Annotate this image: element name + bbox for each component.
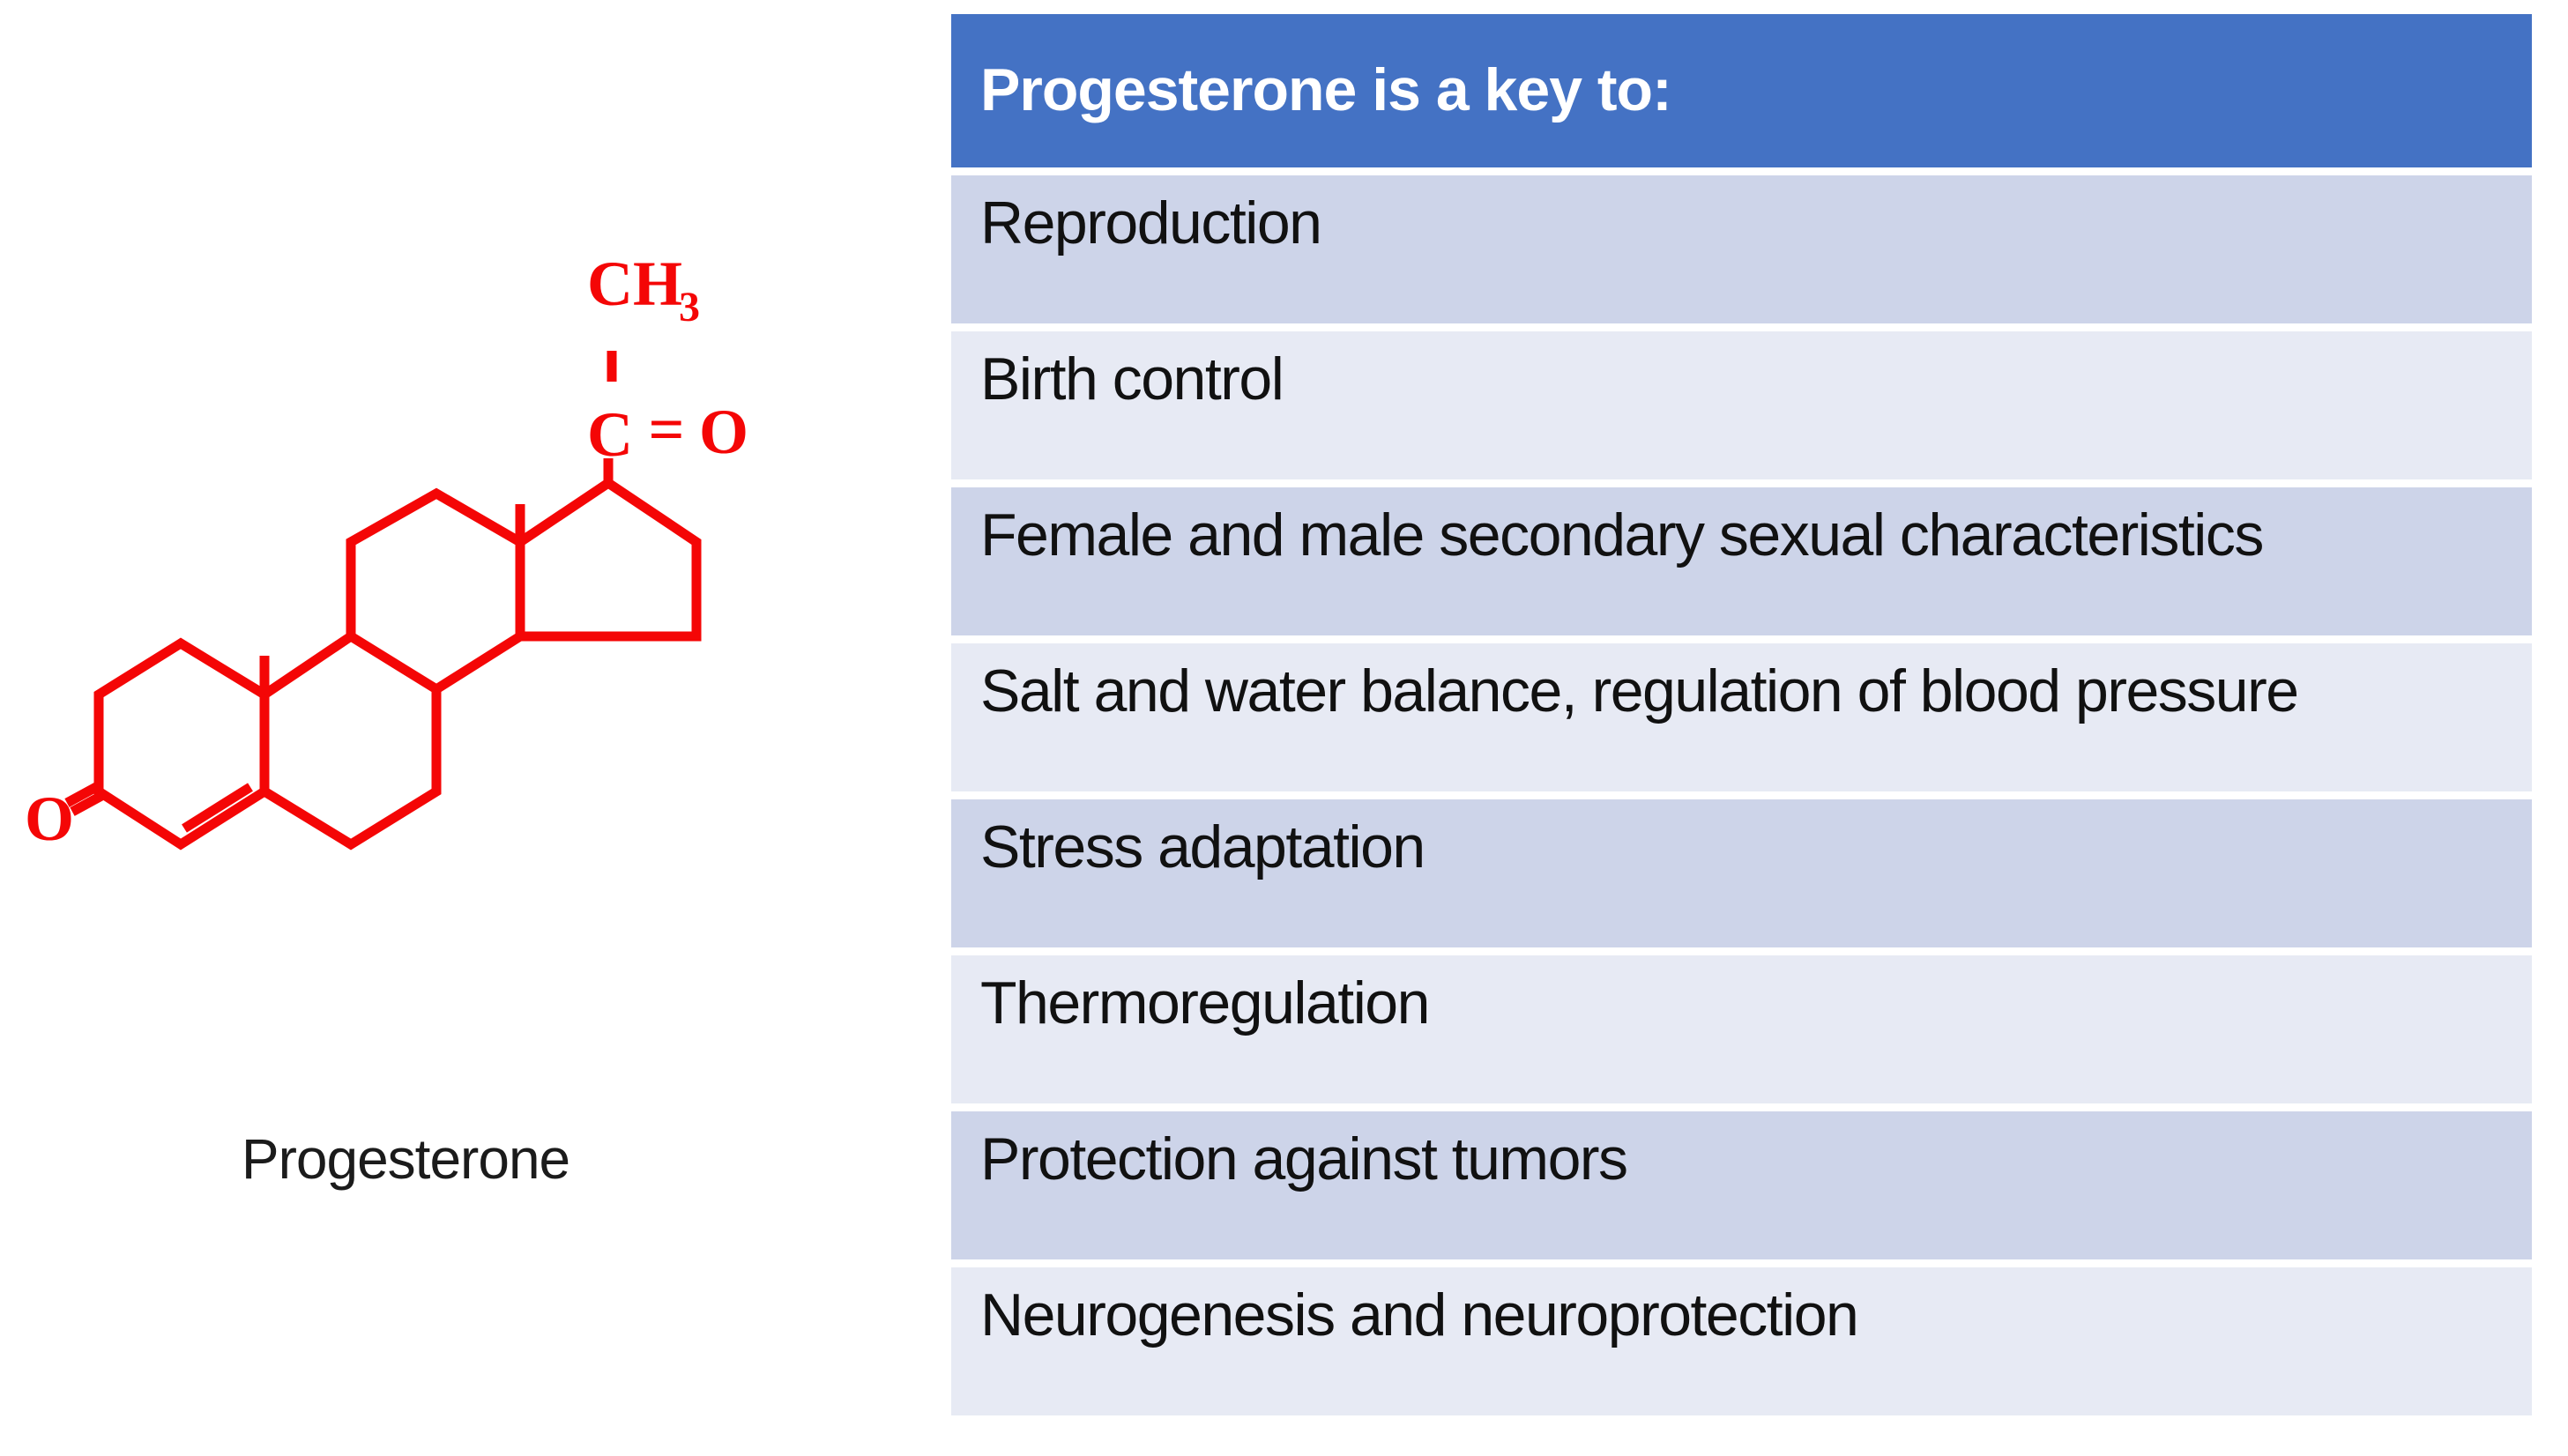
table-row: Protection against tumors <box>951 1111 2532 1259</box>
table-row: Female and male secondary sexual charact… <box>951 487 2532 635</box>
table-row: Thermoregulation <box>951 955 2532 1103</box>
methyl-subscript-label: 3 <box>679 284 700 331</box>
progesterone-structure: O C = O CH 3 <box>25 249 748 854</box>
table-row: Salt and water balance, regulation of bl… <box>951 643 2532 791</box>
carbonyl-equals-label: = <box>648 394 684 464</box>
molecule-panel: O C = O CH 3 Progesterone <box>0 0 934 1456</box>
table-row: Birth control <box>951 331 2532 479</box>
carbonyl-carbon-label: C <box>587 399 633 470</box>
table-row: Neurogenesis and neuroprotection <box>951 1267 2532 1415</box>
ring-a-bonds <box>93 637 270 851</box>
methyl-label: CH <box>587 249 682 319</box>
ring-b-bonds <box>261 630 442 851</box>
functions-table: Progesterone is a key to: Reproduction B… <box>951 14 2532 1423</box>
ring-c-bonds <box>346 487 525 694</box>
ketone-double-bond <box>64 783 104 816</box>
table-row: Stress adaptation <box>951 799 2532 947</box>
ketone-oxygen-label: O <box>25 784 74 854</box>
ring-d-bonds <box>517 477 702 642</box>
table-header: Progesterone is a key to: <box>951 14 2532 167</box>
table-row: Reproduction <box>951 175 2532 323</box>
carbonyl-oxygen-label: O <box>699 397 748 467</box>
molecule-name-label: Progesterone <box>241 1127 570 1191</box>
c4-c5-double-bond <box>182 783 253 833</box>
